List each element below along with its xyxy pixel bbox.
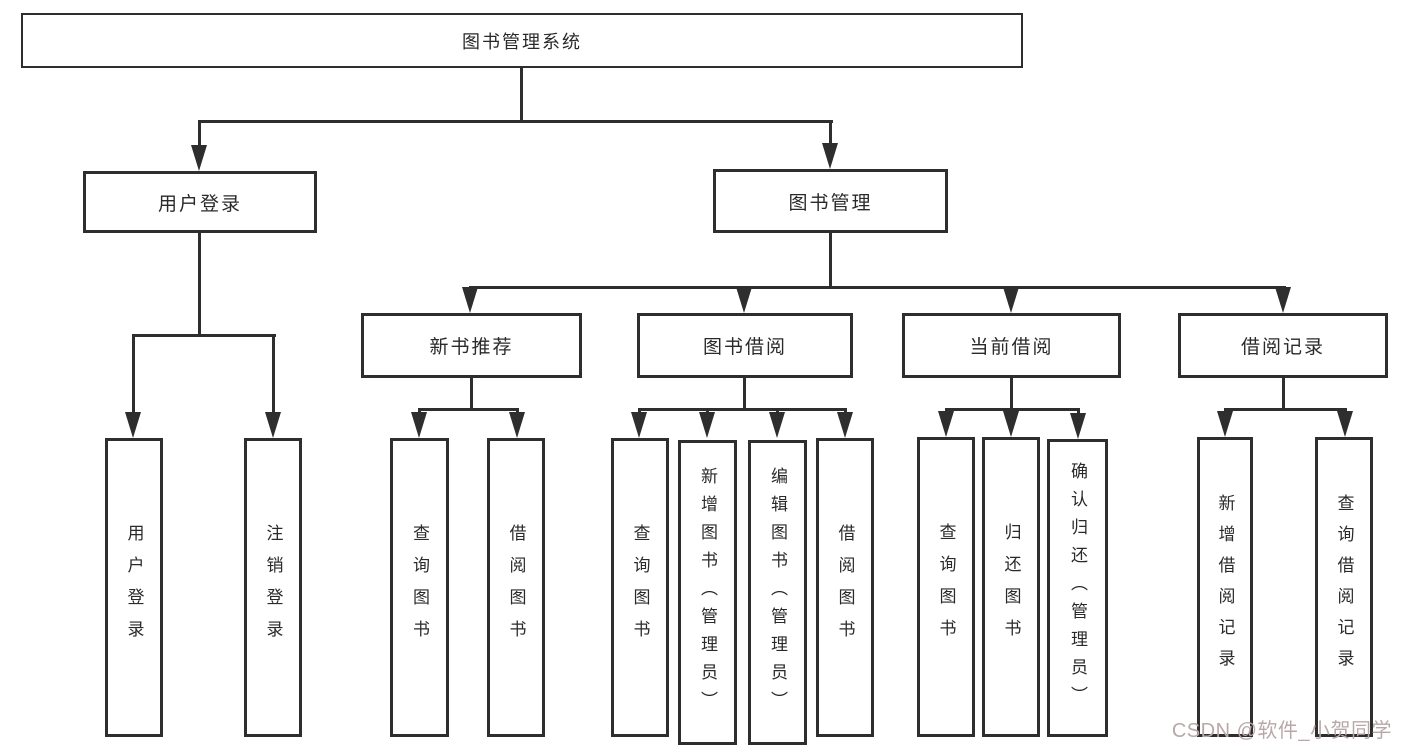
connector-user-login-stem: [198, 233, 201, 337]
connector-borrowing-records-stem: [1282, 378, 1285, 411]
connector-current-borrowing-stem: [1010, 378, 1013, 411]
connector-new-book-rail: [418, 408, 519, 411]
connector-new-book-stem: [470, 378, 473, 411]
arrowhead-edit-books: [769, 412, 785, 438]
connector-book-management-stem: [829, 233, 832, 289]
leaf-add-books-admin-label: 新增图书（管理员）: [698, 466, 717, 719]
arrowhead-leaf-logout: [265, 412, 281, 438]
leaf-query-books-recommend-label: 查询图书: [410, 523, 429, 652]
leaf-query-borrow-record: 查询借阅记录: [1315, 437, 1373, 737]
arrowhead-borrowing-records: [1275, 287, 1291, 313]
connector-user-login-rail: [132, 334, 276, 337]
leaf-add-borrow-record: 新增借阅记录: [1197, 437, 1253, 737]
arrowhead-query-borrowing: [631, 412, 647, 438]
arrowhead-book-management: [822, 143, 838, 169]
leaf-borrow-books-recommend: 借阅图书: [487, 438, 545, 737]
leaf-edit-books-admin-label: 编辑图书（管理员）: [768, 466, 787, 719]
connector-drop-user-login: [198, 120, 201, 147]
connector-book-management-rail: [469, 286, 1286, 289]
arrowhead-add-record: [1217, 411, 1233, 437]
arrowhead-current-borrowing: [1003, 287, 1019, 313]
node-user-login-label: 用户登录: [157, 193, 242, 215]
leaf-borrow-books-recommend-label: 借阅图书: [506, 523, 526, 652]
leaf-query-books-borrowing-label: 查询图书: [630, 523, 650, 652]
connector-book-borrowing-stem: [743, 378, 746, 411]
leaf-user-login-label: 用户登录: [124, 523, 144, 652]
node-current-borrowing-label: 当前借阅: [969, 337, 1054, 358]
node-book-management-label: 图书管理: [788, 192, 873, 214]
arrowhead-add-books: [699, 412, 715, 438]
arrowhead-borrow-recommend: [509, 412, 525, 438]
leaf-logout: 注销登录: [244, 438, 302, 737]
arrowhead-query-record: [1337, 411, 1353, 437]
leaf-query-books-current: 查询图书: [917, 437, 975, 737]
node-borrowing-records-label: 借阅记录: [1240, 337, 1325, 358]
leaf-return-books: 归还图书: [982, 437, 1040, 737]
leaf-query-borrow-record-label: 查询借阅记录: [1334, 494, 1354, 680]
node-borrowing-records: 借阅记录: [1178, 313, 1388, 378]
connector-drop-book-management: [829, 120, 832, 145]
connector-drop-leaf-logout: [272, 334, 275, 412]
node-book-borrowing-label: 图书借阅: [702, 337, 787, 358]
arrowhead-leaf-user-login: [125, 412, 141, 438]
node-library-system-label: 图书管理系统: [462, 31, 582, 52]
node-user-login: 用户登录: [83, 171, 317, 233]
leaf-query-books-borrowing: 查询图书: [611, 438, 669, 737]
connector-drop-confirm-return: [1077, 408, 1080, 416]
node-current-borrowing: 当前借阅: [902, 313, 1121, 378]
leaf-return-books-label: 归还图书: [1001, 523, 1021, 651]
leaf-add-books-admin: 新增图书（管理员）: [678, 440, 737, 745]
leaf-query-books-current-label: 查询图书: [936, 523, 956, 651]
connector-book-borrowing-rail: [638, 408, 847, 411]
arrowhead-query-recommend: [411, 412, 427, 438]
node-book-management: 图书管理: [713, 169, 948, 233]
arrowhead-borrow-borrowing: [837, 412, 853, 438]
leaf-borrow-books-borrowing-label: 借阅图书: [835, 523, 855, 652]
node-book-borrowing: 图书借阅: [637, 313, 853, 378]
node-library-system: 图书管理系统: [21, 13, 1023, 68]
connector-root-stem: [520, 68, 523, 122]
node-new-book-recommendation: 新书推荐: [361, 313, 582, 378]
leaf-edit-books-admin: 编辑图书（管理员）: [748, 440, 807, 745]
arrowhead-new-book: [462, 287, 478, 313]
arrowhead-user-login: [191, 145, 207, 171]
leaf-query-books-recommend: 查询图书: [390, 438, 449, 737]
connector-root-rail: [198, 120, 833, 123]
arrowhead-query-current: [938, 411, 954, 437]
node-new-book-recommendation-label: 新书推荐: [429, 337, 514, 358]
leaf-borrow-books-borrowing: 借阅图书: [816, 438, 874, 737]
csdn-watermark: CSDN @软件_小贺同学: [1171, 720, 1392, 742]
leaf-add-borrow-record-label: 新增借阅记录: [1215, 494, 1235, 680]
leaf-user-login: 用户登录: [105, 438, 163, 737]
arrowhead-return-books: [1003, 411, 1019, 437]
leaf-logout-label: 注销登录: [263, 523, 283, 652]
arrowhead-book-borrowing: [736, 287, 752, 313]
leaf-confirm-return-admin: 确认归还（管理员）: [1047, 439, 1108, 737]
connector-borrowing-records-rail: [1224, 408, 1347, 411]
arrowhead-confirm-return: [1070, 413, 1086, 439]
leaf-confirm-return-admin-label: 确认归还（管理员）: [1068, 462, 1087, 714]
connector-drop-leaf-user-login: [132, 334, 135, 412]
